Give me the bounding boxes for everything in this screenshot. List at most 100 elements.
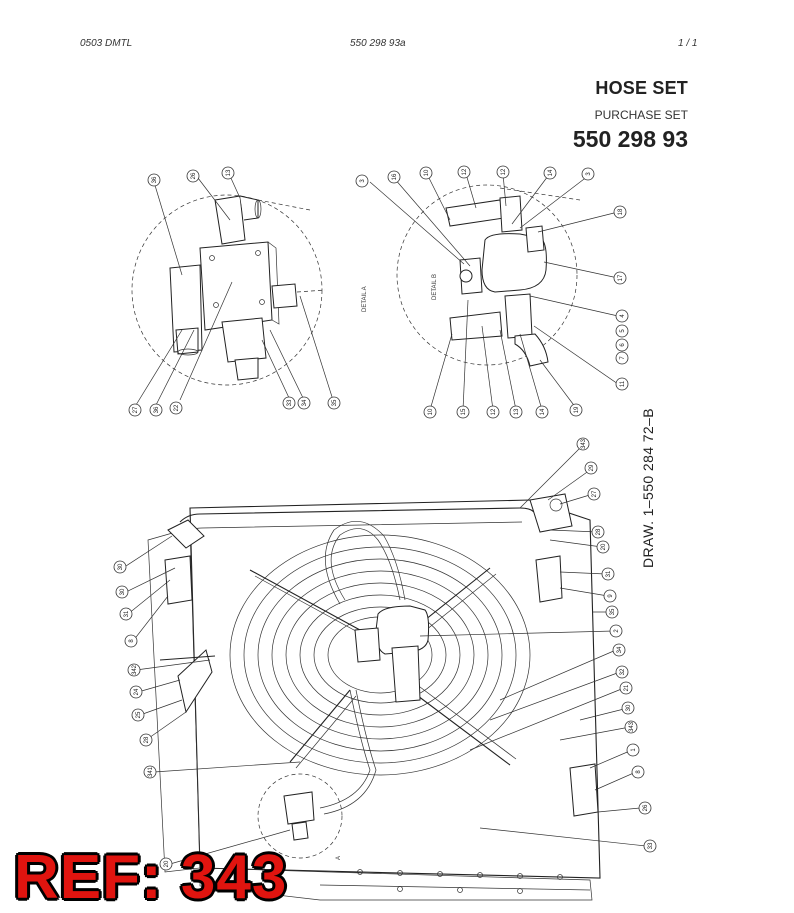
callout-number: 5 xyxy=(620,329,626,333)
callout-main-8: 8 xyxy=(124,634,138,648)
callout-number: 35 xyxy=(610,608,616,615)
callout-detail-b-15: 15 xyxy=(456,405,470,419)
hex-nut xyxy=(221,317,267,363)
callout-detail-a-27: 27 xyxy=(128,403,142,417)
callout-number: 3 xyxy=(360,179,366,183)
radiator-assembly: A xyxy=(125,445,647,901)
callout-detail-b-4: 4 xyxy=(615,309,629,323)
part-number: 550 298 93 xyxy=(572,126,688,152)
callout-number: 21 xyxy=(624,684,630,691)
callout-number: 35 xyxy=(332,399,338,406)
callout-main-2: 2 xyxy=(609,624,623,638)
callout-main-20: 20 xyxy=(596,540,610,554)
callout-detail-b-14: 14 xyxy=(543,166,557,180)
callout-number: 34 xyxy=(302,399,308,406)
callout-detail-a-26: 26 xyxy=(186,169,200,183)
callout-main-35: 35 xyxy=(605,605,619,619)
callout-main-1: 1 xyxy=(626,743,640,757)
callout-number: 3 xyxy=(586,172,592,176)
callout-number: 30 xyxy=(118,563,124,570)
header-center: 550 298 93a xyxy=(350,38,406,49)
callout-number: 14 xyxy=(540,408,546,415)
callout-number: 29 xyxy=(589,464,595,471)
callout-detail-b-10: 10 xyxy=(419,166,433,180)
callout-number: 36 xyxy=(152,176,158,183)
callout-detail-b-13: 13 xyxy=(509,405,523,419)
callout-detail-a-35: 35 xyxy=(327,396,341,410)
callout-number: 33 xyxy=(648,842,654,849)
callout-main-20: 20 xyxy=(159,857,173,871)
callout-detail-a-22: 22 xyxy=(169,401,183,415)
detail-a-boundary xyxy=(131,194,323,386)
callout-number: 11 xyxy=(620,380,626,387)
callout-number: 27 xyxy=(592,490,598,497)
callout-number: 30 xyxy=(626,704,632,711)
callout-main-25: 25 xyxy=(131,708,145,722)
callout-number: 24 xyxy=(134,688,140,695)
callout-main-342: 342 xyxy=(127,663,141,677)
callout-number: 14 xyxy=(548,169,554,176)
callout-number: 12 xyxy=(491,408,497,415)
ref-label: REF: 343 xyxy=(14,843,288,912)
callout-detail-b-7: 7 xyxy=(615,351,629,365)
callout-main-9: 9 xyxy=(603,589,617,603)
callout-number: 17 xyxy=(618,274,624,281)
callout-number: 25 xyxy=(136,711,142,718)
callout-number: 342 xyxy=(132,664,138,675)
callout-number: 6 xyxy=(620,343,626,347)
detail-a: DETAIL A xyxy=(131,175,368,406)
callout-main-28: 28 xyxy=(139,733,153,747)
callout-number: 28 xyxy=(596,528,602,535)
callout-main-30: 30 xyxy=(621,701,635,715)
callout-number: 341 xyxy=(148,766,154,777)
callout-detail-b-6: 6 xyxy=(615,338,629,352)
callout-detail-b-3: 3 xyxy=(355,174,369,188)
callout-main-341: 341 xyxy=(143,765,157,779)
callout-number: 12 xyxy=(462,168,468,175)
callout-main-30: 30 xyxy=(113,560,127,574)
detail-b: DETAIL B xyxy=(369,173,619,411)
callout-number: 36 xyxy=(154,406,160,413)
header-left: 0503 DMTL xyxy=(80,38,133,49)
callout-number: 2 xyxy=(614,629,620,633)
callout-number: 20 xyxy=(164,860,170,867)
callout-number: 19 xyxy=(574,406,580,413)
callout-number: 10 xyxy=(424,169,430,176)
callout-detail-b-19: 19 xyxy=(569,403,583,417)
fan-guard xyxy=(229,534,531,776)
callout-main-34: 34 xyxy=(612,643,626,657)
callout-number: 13 xyxy=(226,169,232,176)
page-title: HOSE SET xyxy=(595,78,688,98)
page-subtitle: PURCHASE SET xyxy=(594,108,688,122)
callout-number: 31 xyxy=(124,610,130,617)
callout-detail-a-36: 36 xyxy=(147,173,161,187)
callout-number: 16 xyxy=(392,173,398,180)
callout-number: 13 xyxy=(514,408,520,415)
callout-number: 34 xyxy=(617,646,623,653)
callout-detail-b-12: 12 xyxy=(486,405,500,419)
callout-number: 7 xyxy=(620,356,626,360)
callout-number: 33 xyxy=(287,399,293,406)
mounting-holes xyxy=(357,869,563,894)
callout-main-30: 30 xyxy=(115,585,129,599)
callout-main-21: 21 xyxy=(619,681,633,695)
callout-number: 18 xyxy=(618,208,624,215)
top-right-fitting xyxy=(529,493,573,533)
callout-detail-b-12: 12 xyxy=(457,165,471,179)
callout-number: 4 xyxy=(620,314,626,318)
callout-number: 26 xyxy=(191,172,197,179)
callout-number: 8 xyxy=(636,770,642,774)
callout-number: 20 xyxy=(601,543,607,550)
callout-detail-b-17: 17 xyxy=(613,271,627,285)
callout-detail-b-12: 12 xyxy=(496,165,510,179)
callout-number: 30 xyxy=(120,588,126,595)
detail-a-marker xyxy=(257,773,343,859)
callout-number: 343 xyxy=(629,721,635,732)
callout-detail-b-18: 18 xyxy=(613,205,627,219)
callout-number: 9 xyxy=(608,594,614,598)
callout-detail-b-3: 3 xyxy=(581,167,595,181)
callout-main-31: 31 xyxy=(119,607,133,621)
callout-detail-a-33: 33 xyxy=(282,396,296,410)
callout-main-33: 33 xyxy=(643,839,657,853)
